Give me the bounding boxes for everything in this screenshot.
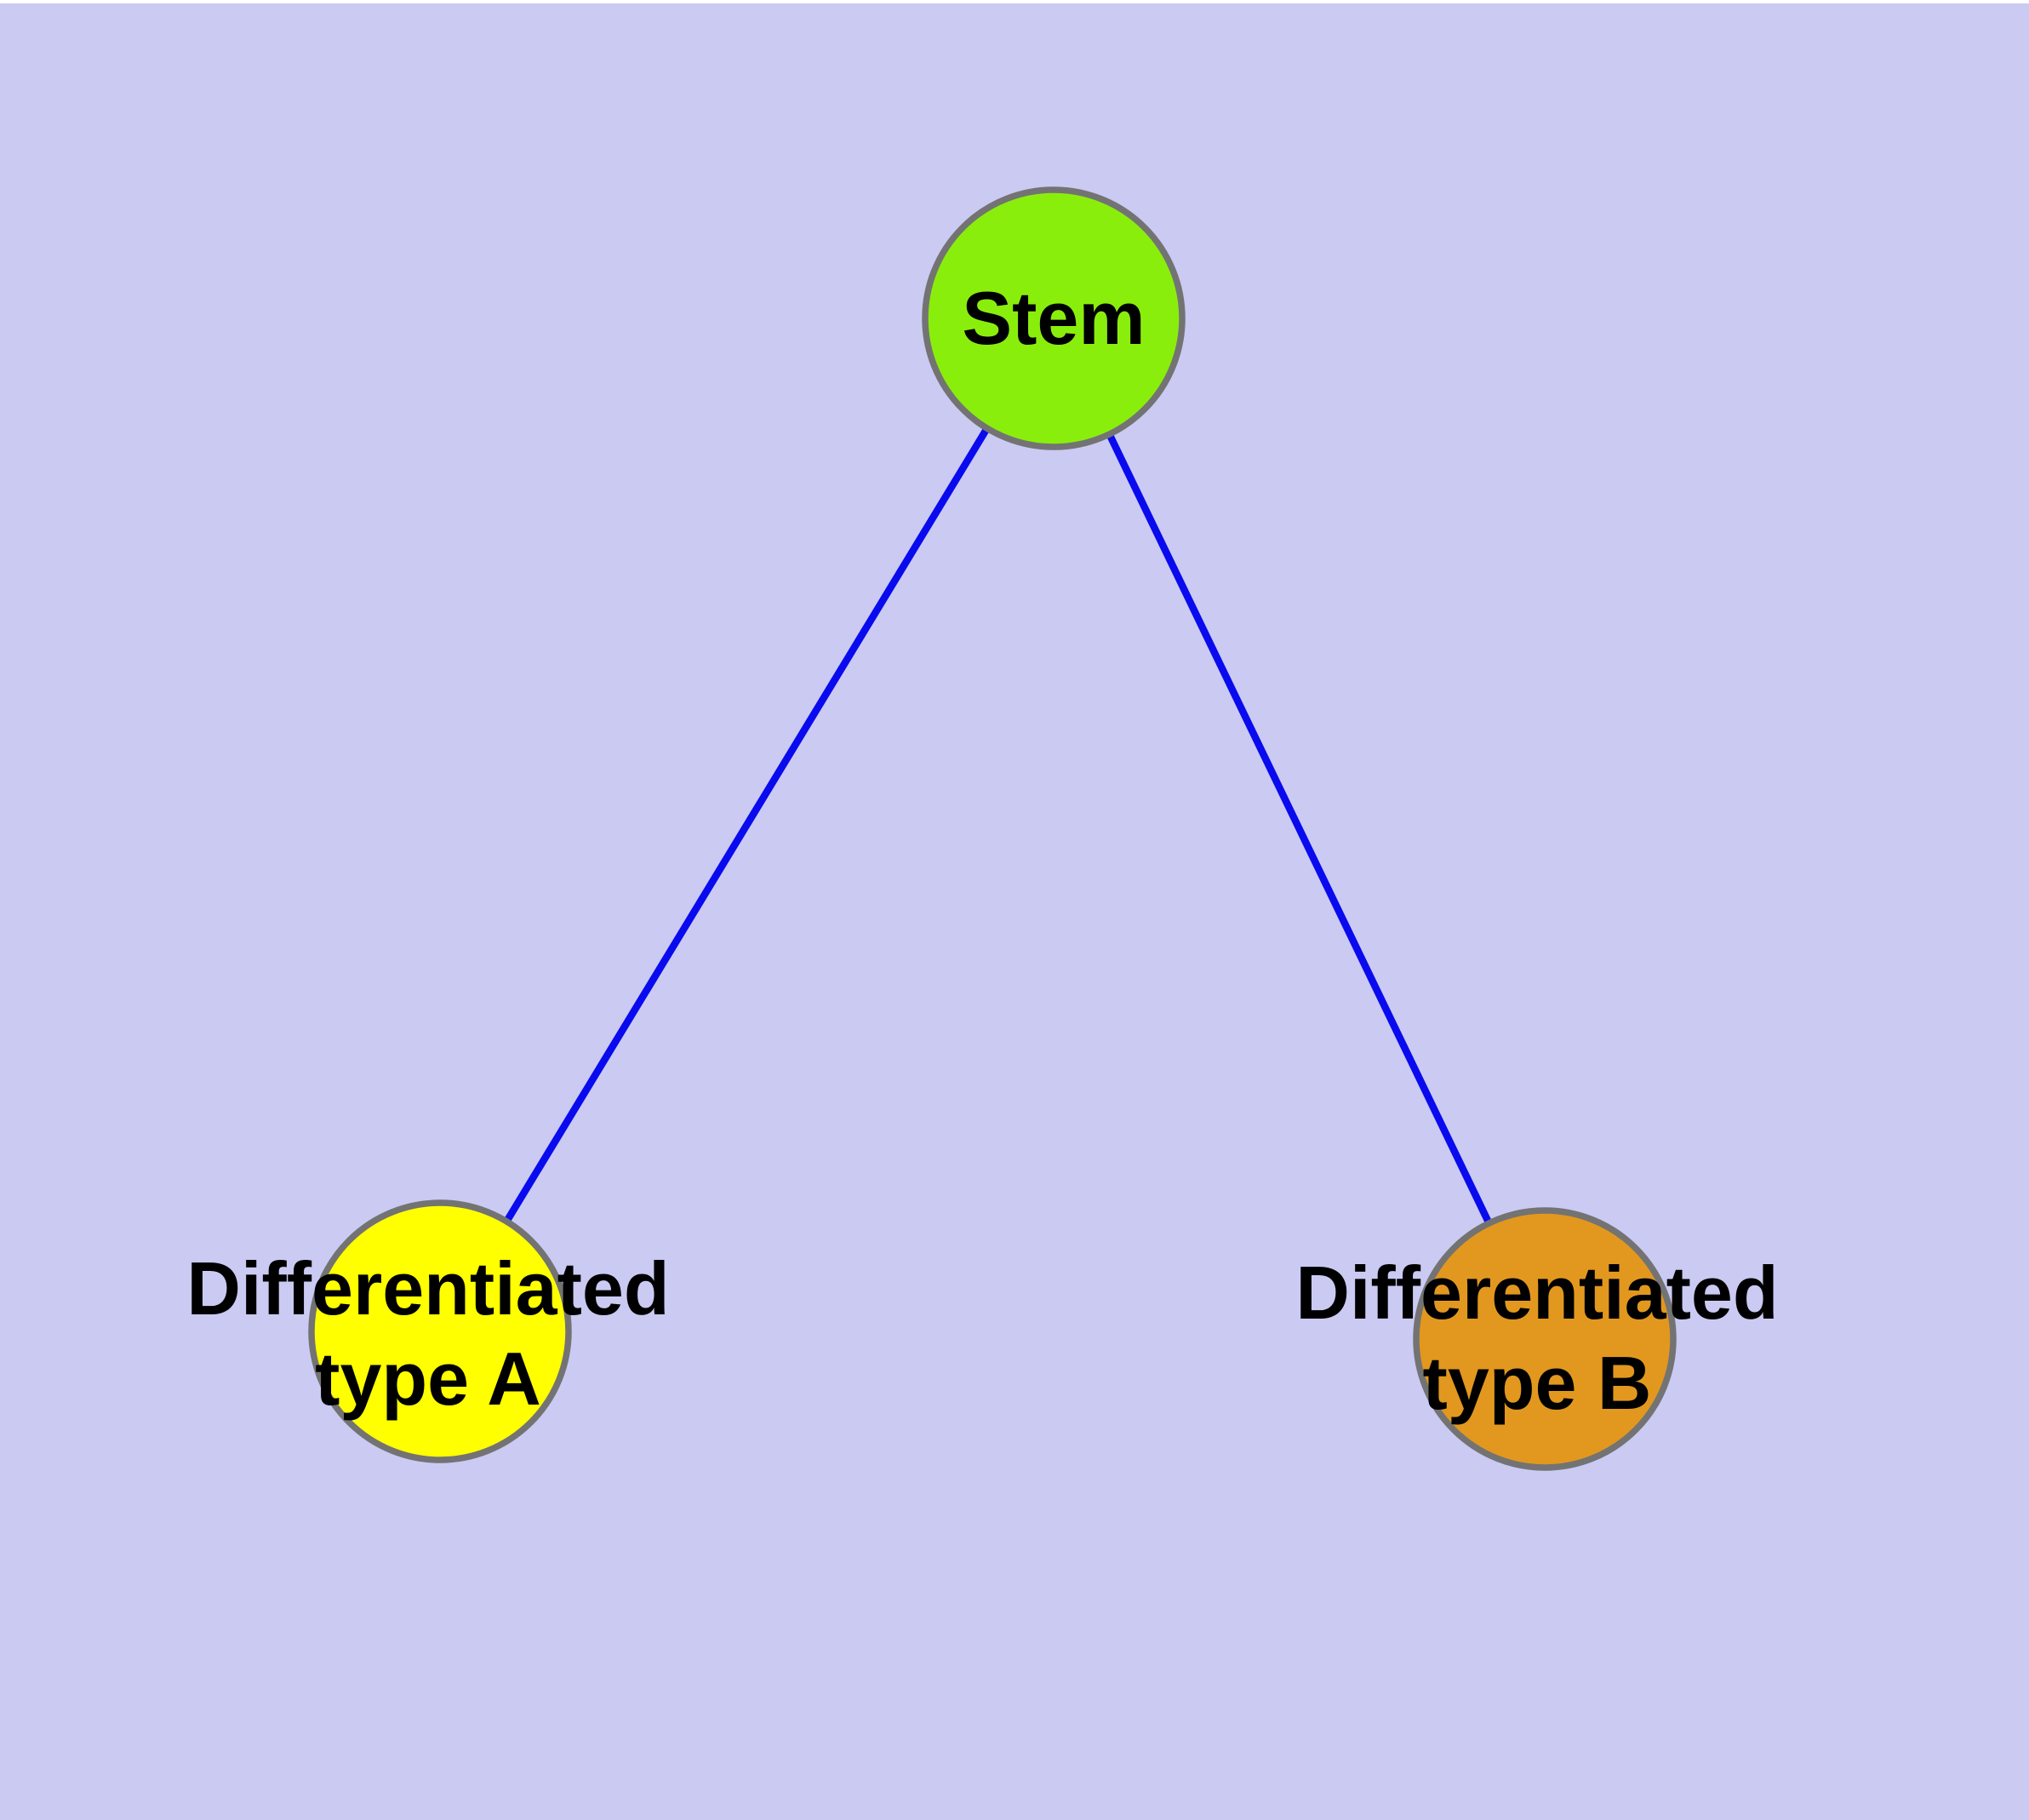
node-type-b-label: Differentiated type B	[1295, 1251, 1779, 1425]
node-type-b-circle	[1413, 1207, 1677, 1471]
node-type-a-label: Differentiated type A	[186, 1246, 670, 1421]
node-type-a-circle	[308, 1199, 572, 1463]
edge-stem-to-type-b	[1050, 317, 1548, 1341]
node-stem-circle	[922, 186, 1186, 450]
node-stem-label: Stem	[962, 276, 1146, 360]
edge-stem-to-type-a	[437, 316, 1057, 1334]
